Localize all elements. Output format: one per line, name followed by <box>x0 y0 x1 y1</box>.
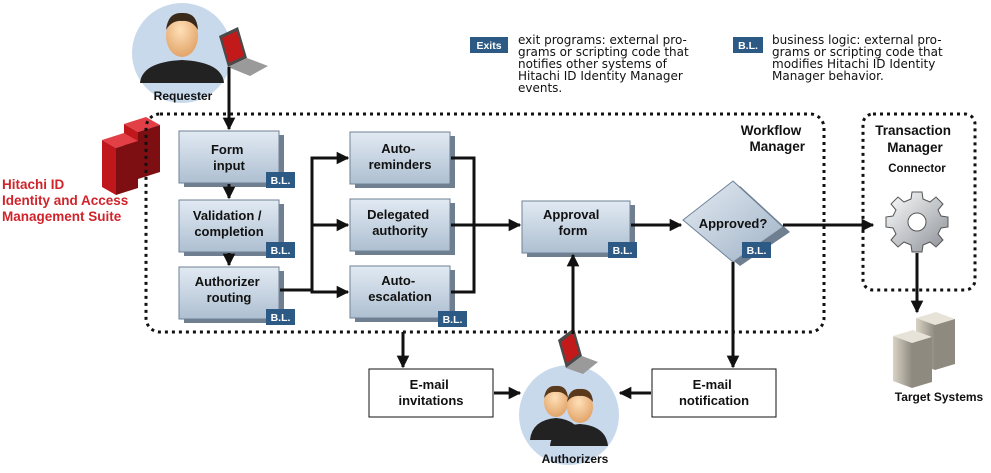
svg-text:Auto- reminders: Auto- reminders <box>369 141 432 172</box>
step-form-input: Form input <box>178 130 284 187</box>
bl-badge-label: B.L. <box>271 245 291 257</box>
exits-description-line: grams or scripting code that <box>518 45 689 59</box>
exits-description-line: exit programs: external pro- <box>518 33 687 47</box>
server-icon <box>893 312 955 388</box>
connectors <box>222 67 924 400</box>
exits-description-line: events. <box>518 81 562 95</box>
svg-text:Validation / completion: Validation / completion <box>193 208 265 239</box>
step-delegated-authority: Delegated authority <box>349 198 455 255</box>
svg-text:Delegated authority: Delegated authority <box>367 207 433 238</box>
exits-description-line: notifies other systems of <box>518 57 668 71</box>
laptop-icon <box>219 27 268 76</box>
bl-badge-label: B.L. <box>613 245 633 257</box>
legend-business-logic: B.L. business logic: external pro- grams… <box>733 33 947 83</box>
bl-description-line: grams or scripting code that <box>772 45 943 59</box>
svg-text:Form input: Form input <box>211 142 247 173</box>
workflow-manager-title: Workflow Manager <box>741 123 806 154</box>
bl-badge <box>742 242 771 258</box>
bl-badge <box>438 311 467 327</box>
transaction-manager-frame <box>861 112 977 292</box>
bl-description-line: modifies Hitachi ID Identity <box>772 57 935 71</box>
bl-description-line: business logic: external pro- <box>772 33 942 47</box>
email-invitations-box: E-mail invitations <box>368 368 494 418</box>
bl-badge <box>608 242 637 258</box>
svg-text:Approval form: Approval form <box>543 207 603 238</box>
bl-badge-label: B.L. <box>443 314 463 326</box>
legend-exits: Exits exit programs: external pro- grams… <box>470 33 693 95</box>
svg-text:exit programs: external pro-: exit programs: external pro- grams or sc… <box>518 33 693 95</box>
step-authorizer-routing: Authorizer routing <box>178 266 284 323</box>
bl-badge-label: B.L. <box>738 40 758 52</box>
target-systems-label: Target Systems <box>895 390 984 404</box>
laptop-icon <box>558 328 598 374</box>
suite-label: Hitachi ID Identity and Access Managemen… <box>2 177 132 224</box>
bl-badge-label: B.L. <box>271 175 291 187</box>
workflow-manager-frame <box>144 112 826 334</box>
authorizers: Authorizers <box>519 365 619 466</box>
server-icon <box>102 117 160 195</box>
bl-badge-label: B.L. <box>271 312 291 324</box>
bl-badge <box>266 242 295 258</box>
exits-description-line: Hitachi ID Identity Manager <box>518 69 683 83</box>
bl-badge-label: B.L. <box>747 245 767 257</box>
requester-label: Requester <box>154 89 213 103</box>
bl-badge <box>733 37 763 53</box>
svg-text:Auto- escalation: Auto- escalation <box>368 273 432 304</box>
arrow <box>310 285 350 299</box>
exits-badge-label: Exits <box>476 40 501 52</box>
transaction-manager-title: Transaction Manager <box>875 123 955 155</box>
svg-text:E-mail invitations: E-mail invitations <box>398 377 463 408</box>
step-validation: Validation / completion <box>178 199 284 256</box>
bl-badge <box>266 172 295 188</box>
gear-icon <box>885 191 949 253</box>
requester: Requester <box>132 3 232 103</box>
decision-approved: Approved? <box>682 180 790 266</box>
bl-description-line: Manager behavior. <box>772 69 884 83</box>
svg-text:Authorizer routing: Authorizer routing <box>195 274 264 305</box>
authorizers-label: Authorizers <box>542 452 609 466</box>
bl-badge <box>266 309 295 325</box>
svg-text:business logic: external pro-: business logic: external pro- grams or s… <box>772 33 947 83</box>
person-icon <box>140 60 224 83</box>
svg-text:Approved?: Approved? <box>699 216 768 231</box>
person-icon <box>550 424 608 446</box>
svg-text:E-mail notification: E-mail notification <box>679 377 749 408</box>
step-auto-reminders: Auto- reminders <box>349 131 455 188</box>
exits-badge <box>470 37 508 53</box>
connector-label: Connector <box>888 163 946 175</box>
email-notification-box: E-mail notification <box>651 368 777 418</box>
